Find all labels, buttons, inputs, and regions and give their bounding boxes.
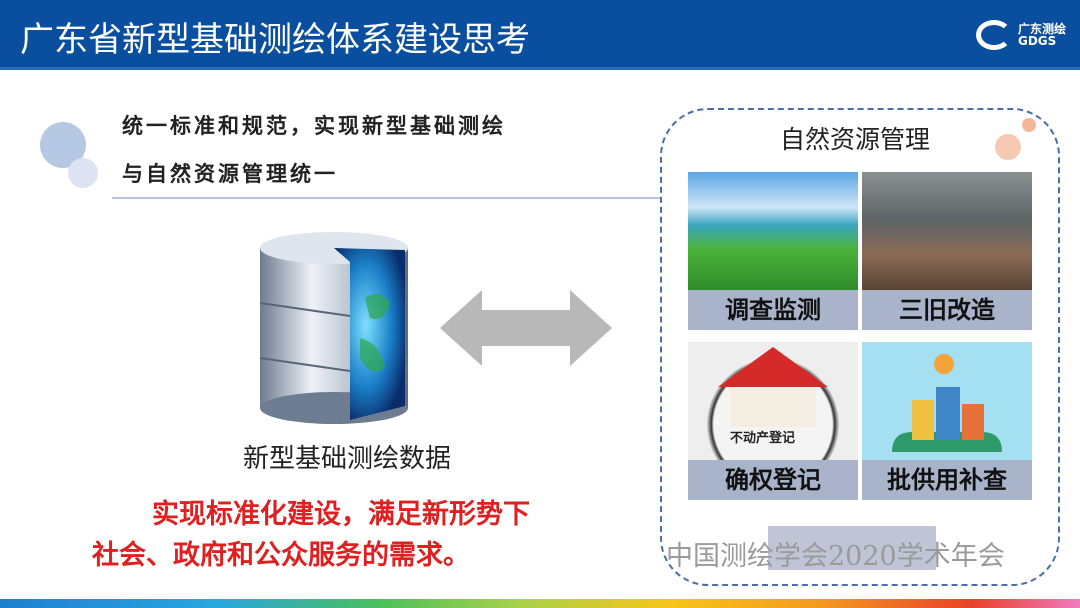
decor-hexagon xyxy=(1022,118,1036,132)
bidirectional-arrow-icon xyxy=(440,290,612,366)
red-statement-line1: 实现标准化建设，满足新形势下 xyxy=(152,499,530,530)
data-caption: 新型基础测绘数据 xyxy=(243,444,452,474)
house-image-text: 不动产登记 xyxy=(730,430,795,446)
database-globe-icon xyxy=(259,232,408,424)
panel-title: 自然资源管理 xyxy=(780,125,931,154)
tile-rights-registration: 不动产登记 确权登记 xyxy=(688,342,858,500)
logo-en: GDGS xyxy=(1017,34,1057,48)
watermark: 中国测绘学会2020学术年会 xyxy=(666,541,1005,572)
city-illustration-image xyxy=(862,342,1032,460)
resource-management-panel xyxy=(660,108,1060,586)
tile-label: 三旧改造 xyxy=(862,290,1032,330)
divider xyxy=(112,197,662,199)
tile-label: 确权登记 xyxy=(688,460,858,500)
slide-title: 广东省新型基础测绘体系建设思考 xyxy=(20,20,530,60)
tile-label: 调查监测 xyxy=(688,290,858,330)
tile-land-supply-check: 批供用补查 xyxy=(862,342,1032,500)
farmland-image xyxy=(688,172,858,290)
color-stripe xyxy=(0,599,1080,608)
decor-circle xyxy=(68,158,98,188)
house-image: 不动产登记 xyxy=(688,342,858,460)
logo-icon xyxy=(975,20,1012,50)
city-image xyxy=(862,172,1032,290)
tile-label: 批供用补查 xyxy=(862,460,1032,500)
subtitle-line1: 统一标准和规范，实现新型基础测绘 xyxy=(122,114,506,138)
tile-urban-renewal: 三旧改造 xyxy=(862,172,1032,330)
tile-survey-monitoring: 调查监测 xyxy=(688,172,858,330)
red-statement-line2: 社会、政府和公众服务的需求。 xyxy=(92,540,470,571)
watermark-overlay xyxy=(768,526,936,570)
logo-cn: 广东测绘 xyxy=(1017,22,1066,36)
decor-hexagon xyxy=(995,134,1021,160)
subtitle-line2: 与自然资源管理统一 xyxy=(122,162,338,186)
